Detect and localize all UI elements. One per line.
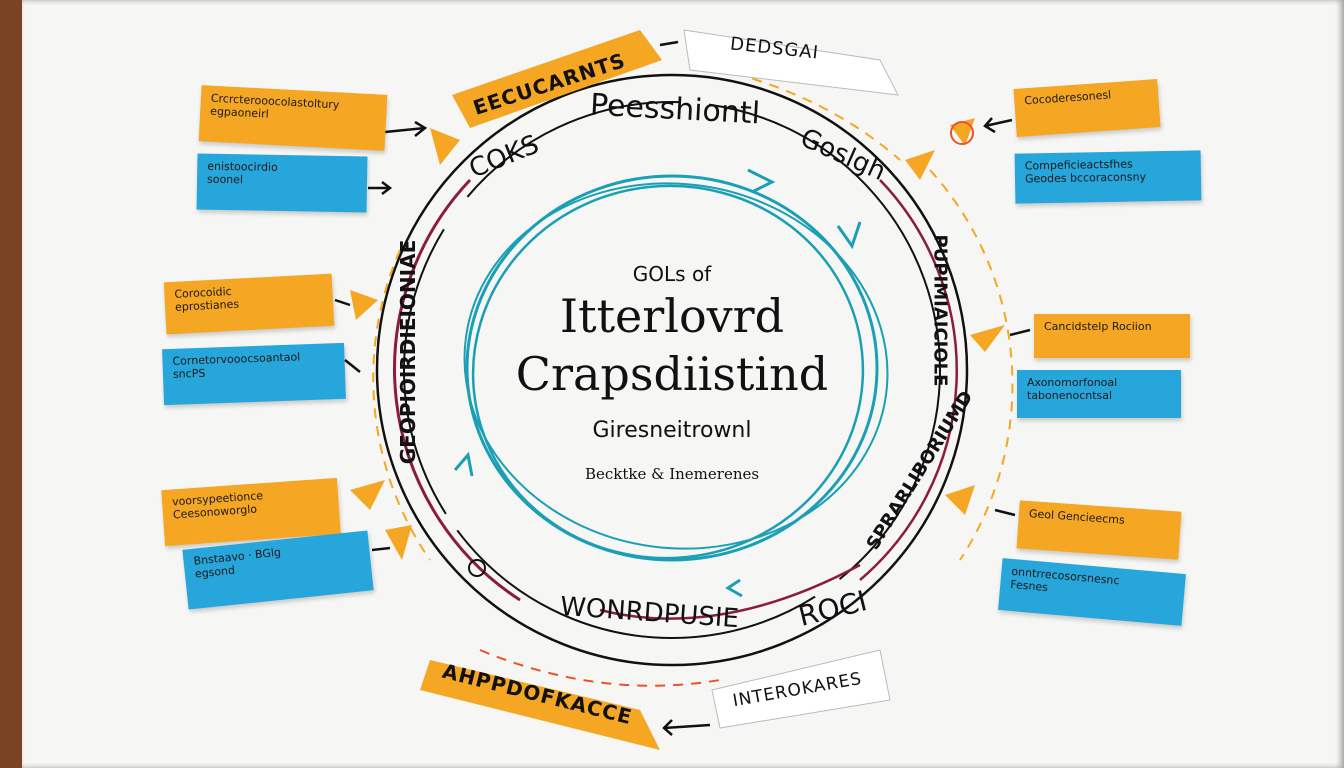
right-note-1-line-1: Cocoderesonesl [1023, 88, 1112, 108]
right-note-3-line-1: Cancidstelp Rociion [1044, 320, 1152, 333]
black-arrow-3 [334, 298, 351, 307]
top-banner-shape [452, 30, 662, 128]
teal-arrow-left [453, 451, 474, 477]
maroon-arc-left [393, 178, 521, 602]
right-note-2: Compeficieactsfhes Geodes bccoraconsny [1014, 150, 1202, 204]
left-note-3: Corocoidic eprostianes [163, 273, 335, 335]
center-subtitle: Giresneitrownl [592, 418, 752, 443]
left-note-2-line-2: soonel [206, 172, 244, 187]
left-note-2: enistoocirdio soonel [196, 153, 368, 213]
orange-arrow-1 [430, 128, 460, 165]
black-connector-arrows [334, 40, 1031, 736]
black-arrow-7 [1009, 328, 1031, 337]
orange-dashed-left [372, 249, 431, 561]
doodle-swirl-icon [468, 559, 486, 577]
bottom-banner-shape [420, 660, 660, 750]
center-title-line1: Itterlovrd [559, 289, 785, 343]
orange-arrow-3 [350, 480, 385, 510]
bottom-tag-shape [711, 649, 891, 729]
left-note-4: Cornetorvooocsoantaol sncPS [162, 342, 346, 406]
black-arrow-8 [994, 508, 1016, 517]
orange-arrow-6 [970, 325, 1005, 352]
center-small-title: GOLs of [632, 262, 712, 286]
orange-dashed-right [929, 169, 1014, 561]
inner-black-ring [403, 101, 941, 639]
orange-arrow-7 [945, 485, 975, 515]
right-note-4-line-1: Axonomorfonoal [1027, 376, 1118, 389]
left-note-1: Crcrcterooocolastoltury egpaoneirl [198, 85, 388, 151]
right-vertical-label: PUPIMIAICIOLE [929, 234, 951, 387]
black-arrow-4 [344, 359, 361, 373]
center-caption: Becktke & Inemerenes [584, 465, 760, 483]
teal-arrow-right [836, 221, 862, 250]
right-note-4: Axonomorfonoal tabonenocntsal [1017, 370, 1181, 418]
maroon-arc-bottom [599, 563, 861, 620]
orange-arrow-4 [385, 525, 412, 560]
right-note-3: Cancidstelp Rociion [1034, 314, 1190, 358]
right-note-5-line-1: Geol Gencieecms [1028, 507, 1126, 527]
right-note-4-line-2: tabonenocntsal [1027, 389, 1113, 402]
teal-arrow-bottom [725, 578, 743, 598]
black-arrow-2 [368, 181, 393, 195]
doodle-circle-icon [950, 121, 974, 145]
black-arrow-6 [983, 117, 1013, 134]
maroon-arc-right [859, 179, 958, 581]
black-arrow-1 [384, 120, 428, 137]
top-tag-shape [683, 29, 899, 96]
black-arrow-10 [659, 40, 679, 47]
orange-dashed-top [699, 64, 901, 161]
teal-ring-1 [465, 174, 879, 562]
teal-arrow-top [747, 168, 776, 194]
orange-pointer-arrows [350, 118, 1005, 560]
black-arrow-9 [662, 719, 711, 736]
outer-ring [375, 73, 969, 667]
right-note-2-line-2: Geodes bccoraconsny [1024, 170, 1147, 186]
center-title-line2: Crapsdiistind [515, 347, 829, 401]
right-note-1: Cocoderesonesl [1013, 79, 1161, 137]
orange-arrow-2 [350, 290, 378, 320]
orange-arrow-5 [905, 150, 935, 180]
teal-ring-2 [471, 184, 865, 560]
black-arrow-5 [371, 546, 391, 552]
left-vertical-label: GEOPIOIRDIEIONIAE [396, 239, 420, 465]
teal-ring-3 [463, 182, 889, 550]
